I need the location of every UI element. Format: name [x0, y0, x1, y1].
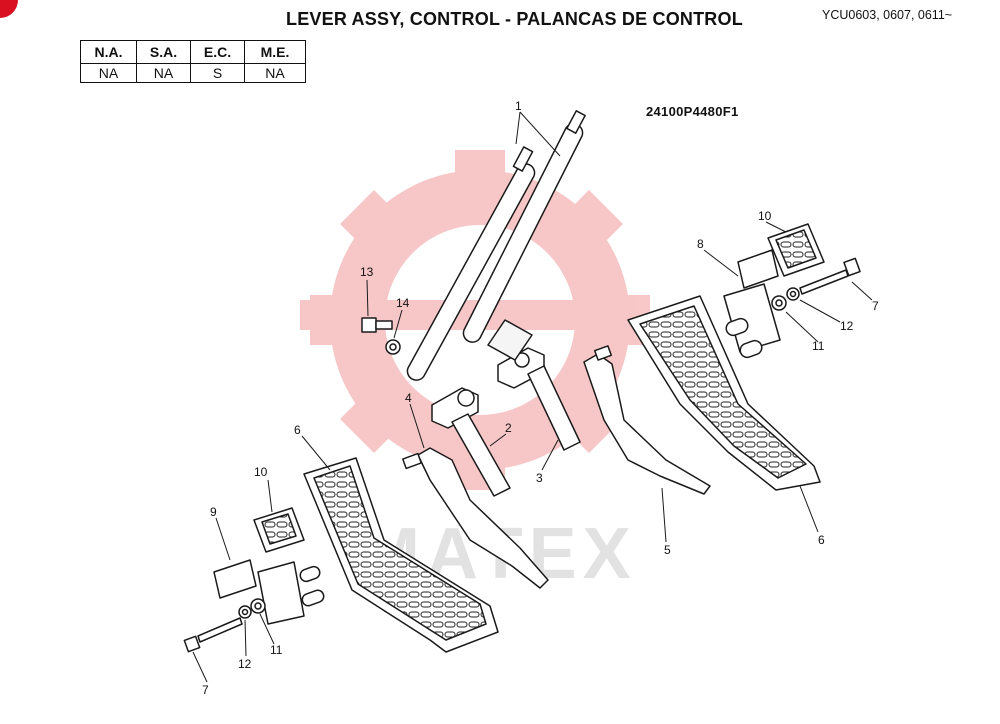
callout-10-left: 10 — [254, 465, 268, 479]
callout-11-right: 11 — [812, 339, 825, 353]
control-rod-right — [462, 110, 586, 343]
callout-8: 8 — [697, 237, 704, 251]
bolt-13 — [361, 317, 393, 333]
callout-6-right: 6 — [818, 533, 825, 547]
spec-header-row: N.A. S.A. E.C. M.E. — [80, 40, 306, 64]
bolt-7-left — [183, 617, 243, 653]
spec-value-sa: NA — [136, 63, 191, 83]
pedal-6-right — [627, 295, 821, 491]
leader-lines — [192, 111, 873, 683]
drawing-number: 24100P4480F1 — [646, 104, 739, 119]
callout-13: 13 — [360, 265, 374, 279]
nut-14 — [385, 339, 401, 355]
washer-11-left — [250, 598, 266, 614]
clamp-bracket-3 — [487, 319, 581, 451]
callout-4: 4 — [405, 391, 412, 405]
callout-1: 1 — [515, 99, 522, 113]
washer-11-right — [771, 295, 787, 311]
bracket-8 — [723, 249, 781, 359]
washer-12-left — [238, 605, 252, 619]
callout-5: 5 — [664, 543, 671, 557]
callout-14: 14 — [396, 296, 410, 310]
callout-7-left: 7 — [202, 683, 209, 697]
callout-2: 2 — [505, 421, 512, 435]
washer-12-right — [786, 287, 800, 301]
callout-12-right: 12 — [840, 319, 854, 333]
model-code: YCU0603, 0607, 0611~ — [822, 8, 953, 22]
spec-header-me: M.E. — [244, 40, 306, 64]
callout-6-left: 6 — [294, 423, 301, 437]
bracket-9 — [213, 559, 325, 625]
spec-value-na: NA — [80, 63, 137, 83]
callout-7-right: 7 — [872, 299, 879, 313]
spec-value-ec: S — [190, 63, 245, 83]
clamp-bracket-2 — [431, 387, 511, 497]
page-title: LEVER ASSY, CONTROL - PALANCAS DE CONTRO… — [286, 9, 743, 29]
callout-12-left: 12 — [238, 657, 252, 671]
callout-9: 9 — [210, 505, 217, 519]
pad-10-right — [767, 223, 825, 277]
callout-11-left: 11 — [270, 643, 283, 657]
spec-value-me: NA — [244, 63, 306, 83]
pedal-6-left — [303, 457, 499, 653]
pedal-arm-5 — [583, 345, 711, 495]
spec-table: N.A. S.A. E.C. M.E. NA NA S NA — [80, 40, 306, 83]
corner-mark — [0, 0, 18, 18]
control-rod-left — [406, 146, 536, 381]
callout-3: 3 — [536, 471, 543, 485]
spec-value-row: NA NA S NA — [80, 63, 306, 83]
pedal-arm-4 — [402, 447, 549, 589]
callout-10-right: 10 — [758, 209, 772, 223]
pad-10-left — [253, 507, 305, 553]
bolt-7-right — [799, 257, 861, 295]
